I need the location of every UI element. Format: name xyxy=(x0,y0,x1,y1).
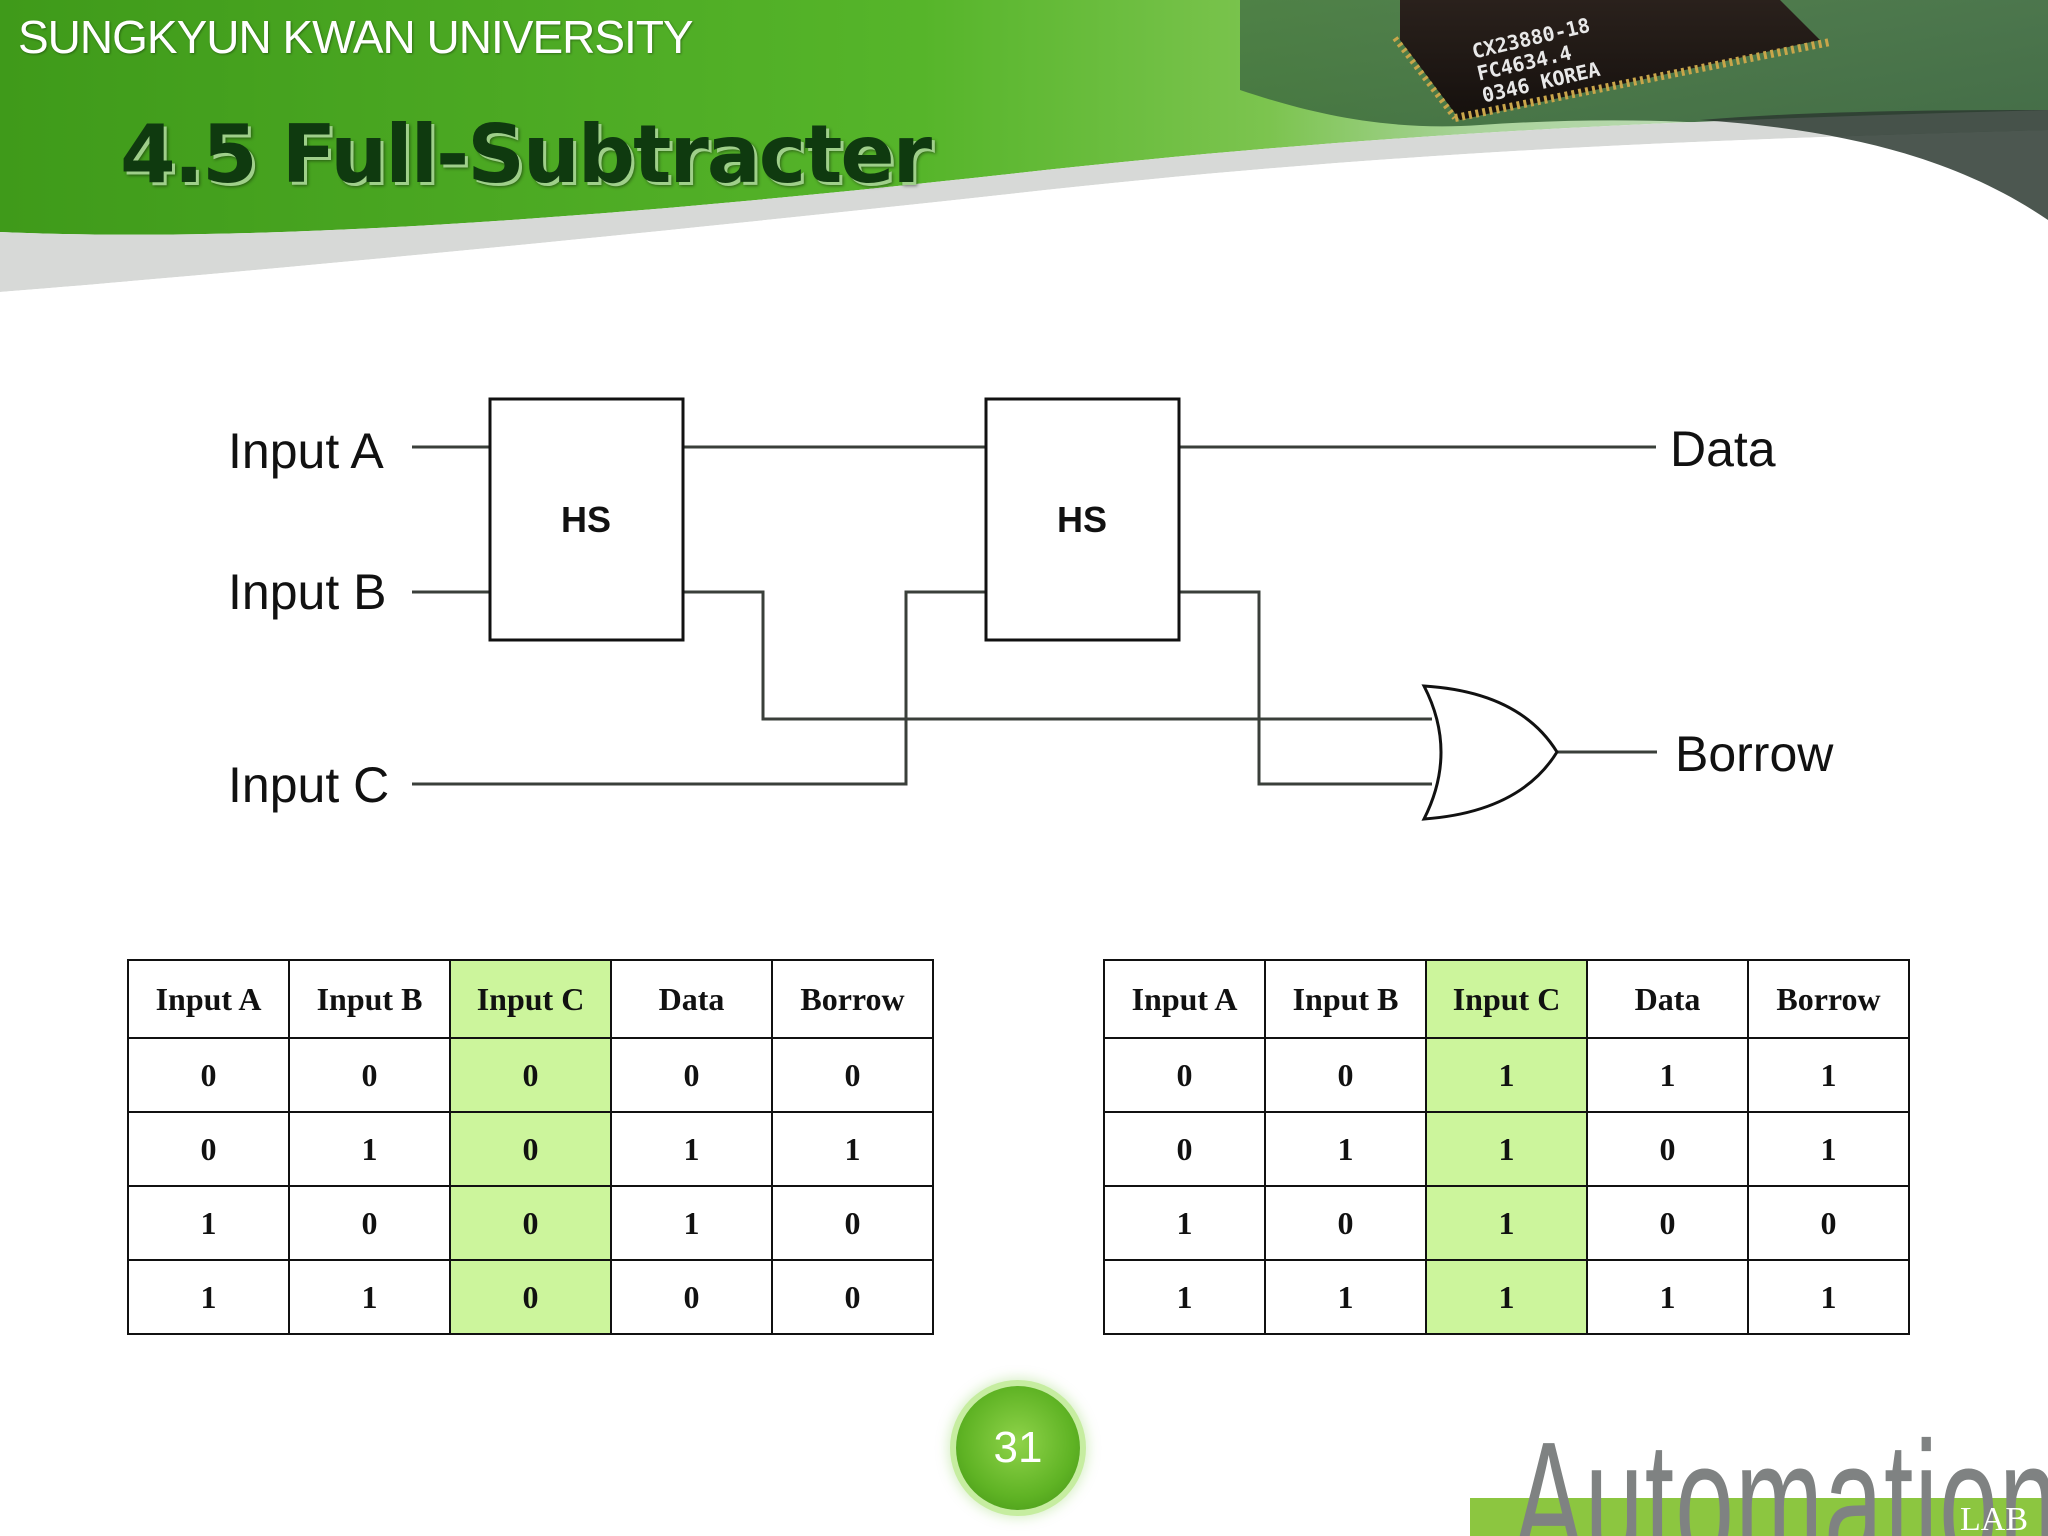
table-cell: 0 xyxy=(1586,1111,1749,1187)
truth-table-input-c-0: Input A Input B Input C Data Borrow 0 0 … xyxy=(127,959,934,1335)
label-hs-1: HS xyxy=(561,499,611,540)
wire-hs1-borrow xyxy=(683,590,1340,721)
table-cell: 0 xyxy=(449,1185,612,1261)
table-cell: 0 xyxy=(771,1037,934,1113)
table-cell: 0 xyxy=(771,1185,934,1261)
table-row: 1 0 0 1 0 xyxy=(127,1185,934,1261)
table-row: 0 1 0 1 1 xyxy=(127,1111,934,1187)
table-cell: 1 xyxy=(610,1185,773,1261)
header-input-a: Input A xyxy=(127,959,290,1039)
table-cell: 0 xyxy=(1586,1185,1749,1261)
wire-hs2-borrow xyxy=(1179,590,1340,786)
header-input-c: Input C xyxy=(1425,959,1588,1039)
header-borrow: Borrow xyxy=(771,959,934,1039)
table-cell: 0 xyxy=(127,1037,290,1113)
header-data: Data xyxy=(610,959,773,1039)
table-cell: 1 xyxy=(771,1111,934,1187)
table-cell: 1 xyxy=(1586,1037,1749,1113)
table-cell: 1 xyxy=(1586,1259,1749,1335)
half-subtractor-block-2 xyxy=(984,397,1181,642)
table-cell: 0 xyxy=(610,1259,773,1335)
svg-text:LAB: LAB xyxy=(1960,1501,2028,1536)
table-cell: 1 xyxy=(1264,1111,1427,1187)
table-row: 1 1 0 0 0 xyxy=(127,1259,934,1335)
table-cell: 0 xyxy=(610,1037,773,1113)
table-row: 1 0 1 0 0 xyxy=(1103,1185,1910,1261)
table-cell: 0 xyxy=(449,1037,612,1113)
table-cell: 0 xyxy=(1103,1111,1266,1187)
table-cell: 0 xyxy=(288,1037,451,1113)
table-header-row: Input A Input B Input C Data Borrow xyxy=(1103,959,1910,1039)
table-header-row: Input A Input B Input C Data Borrow xyxy=(127,959,934,1039)
table-cell: 1 xyxy=(288,1259,451,1335)
table-cell: 0 xyxy=(1103,1037,1266,1113)
table-cell: 0 xyxy=(449,1111,612,1187)
truth-table-input-c-1: Input A Input B Input C Data Borrow 0 0 … xyxy=(1103,959,1910,1335)
table-cell: 1 xyxy=(288,1111,451,1187)
table-cell: 1 xyxy=(1425,1259,1588,1335)
header-data: Data xyxy=(1586,959,1749,1039)
table-cell: 1 xyxy=(1103,1185,1266,1261)
table-cell: 0 xyxy=(1264,1185,1427,1261)
university-name: SUNGKYUN KWAN UNIVERSITY xyxy=(18,11,694,63)
page-number-badge xyxy=(956,1386,1080,1510)
table-cell: 1 xyxy=(1103,1259,1266,1335)
label-data-output: Data xyxy=(1670,421,1776,477)
table-cell: 0 xyxy=(1747,1185,1910,1261)
header-input-b: Input B xyxy=(1264,959,1427,1039)
header-banner xyxy=(0,0,2048,320)
table-cell: 0 xyxy=(127,1111,290,1187)
table-row: 0 0 0 0 0 xyxy=(127,1037,934,1113)
table-cell: 0 xyxy=(771,1259,934,1335)
half-subtractor-block-1 xyxy=(488,397,685,642)
table-row: 0 0 1 1 1 xyxy=(1103,1037,1910,1113)
slide-title: 4.5 Full-Subtracter xyxy=(120,108,932,201)
automation-lab-logo: Automation LAB xyxy=(1470,1410,2048,1536)
or-gate xyxy=(1421,684,1559,821)
wire-input-c xyxy=(412,590,986,786)
label-input-a: Input A xyxy=(228,423,384,479)
table-cell: 1 xyxy=(610,1111,773,1187)
table-cell: 1 xyxy=(127,1259,290,1335)
header-input-a: Input A xyxy=(1103,959,1266,1039)
table-cell: 1 xyxy=(1747,1111,1910,1187)
label-input-b: Input B xyxy=(228,564,386,620)
header-input-c: Input C xyxy=(449,959,612,1039)
table-row: 1 1 1 1 1 xyxy=(1103,1259,1910,1335)
table-cell: 1 xyxy=(127,1185,290,1261)
header-input-b: Input B xyxy=(288,959,451,1039)
table-cell: 1 xyxy=(1425,1111,1588,1187)
label-input-c: Input C xyxy=(228,757,389,813)
table-cell: 0 xyxy=(449,1259,612,1335)
label-hs-2: HS xyxy=(1057,499,1107,540)
table-cell: 0 xyxy=(1264,1037,1427,1113)
table-cell: 1 xyxy=(1747,1259,1910,1335)
table-cell: 0 xyxy=(288,1185,451,1261)
label-borrow-output: Borrow xyxy=(1675,726,1834,782)
page-number: 31 xyxy=(993,1423,1043,1472)
full-subtractor-circuit: Input A Input B Input C HS HS Data Borro… xyxy=(228,397,1834,821)
table-cell: 1 xyxy=(1425,1037,1588,1113)
table-row: 0 1 1 0 1 xyxy=(1103,1111,1910,1187)
svg-text:Automation: Automation xyxy=(1513,1410,2048,1536)
table-cell: 1 xyxy=(1425,1185,1588,1261)
header-borrow: Borrow xyxy=(1747,959,1910,1039)
table-cell: 1 xyxy=(1747,1037,1910,1113)
table-cell: 1 xyxy=(1264,1259,1427,1335)
